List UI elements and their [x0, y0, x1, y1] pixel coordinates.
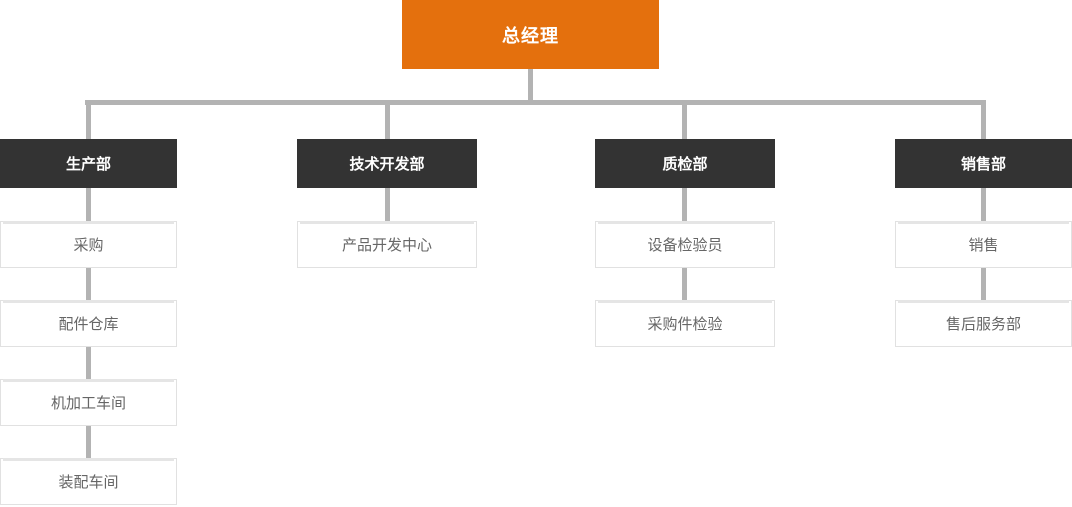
org-node-after-sales-service: 售后服务部: [895, 300, 1072, 347]
connector-line: [981, 105, 986, 139]
connector-horizontal-rail: [85, 100, 986, 105]
connector-line: [981, 188, 986, 221]
org-node-production-dept: 生产部: [0, 139, 177, 188]
org-node-label: 配件仓库: [58, 316, 119, 333]
connector-line: [682, 188, 687, 221]
org-node-sales-dept: 销售部: [895, 139, 1072, 188]
org-node-equipment-inspector: 设备检验员: [595, 221, 775, 268]
org-node-label: 技术开发部: [349, 156, 425, 173]
org-node-label: 销售: [968, 237, 999, 254]
connector-line: [86, 105, 91, 139]
connector-line: [682, 105, 687, 139]
org-node-label: 销售部: [960, 156, 1006, 173]
org-node-label: 采购件检验: [647, 316, 723, 333]
connector-line: [981, 268, 986, 300]
connector-line: [385, 105, 390, 139]
org-node-label: 生产部: [65, 156, 111, 173]
org-node-label: 总经理: [502, 25, 559, 46]
org-node-assembly-workshop: 装配车间: [0, 458, 177, 505]
org-node-label: 装配车间: [58, 474, 119, 491]
org-node-quality-dept: 质检部: [595, 139, 775, 188]
org-node-label: 质检部: [662, 156, 708, 173]
org-node-tech-dev-dept: 技术开发部: [297, 139, 477, 188]
org-node-general-manager: 总经理: [402, 0, 659, 69]
org-node-parts-warehouse: 配件仓库: [0, 300, 177, 347]
connector-line: [86, 268, 91, 300]
org-node-purchasing: 采购: [0, 221, 177, 268]
org-node-product-dev-center: 产品开发中心: [297, 221, 477, 268]
connector-root-drop: [528, 69, 533, 100]
org-node-label: 设备检验员: [647, 237, 723, 254]
org-node-label: 产品开发中心: [341, 237, 432, 254]
org-node-sales: 销售: [895, 221, 1072, 268]
org-node-machining-workshop: 机加工车间: [0, 379, 177, 426]
connector-line: [385, 188, 390, 221]
connector-line: [682, 268, 687, 300]
org-node-label: 售后服务部: [945, 316, 1021, 333]
org-node-purchased-parts-inspection: 采购件检验: [595, 300, 775, 347]
connector-line: [86, 426, 91, 458]
connector-line: [86, 188, 91, 221]
org-node-label: 机加工车间: [50, 395, 126, 412]
org-node-label: 采购: [73, 237, 104, 254]
connector-line: [86, 347, 91, 379]
